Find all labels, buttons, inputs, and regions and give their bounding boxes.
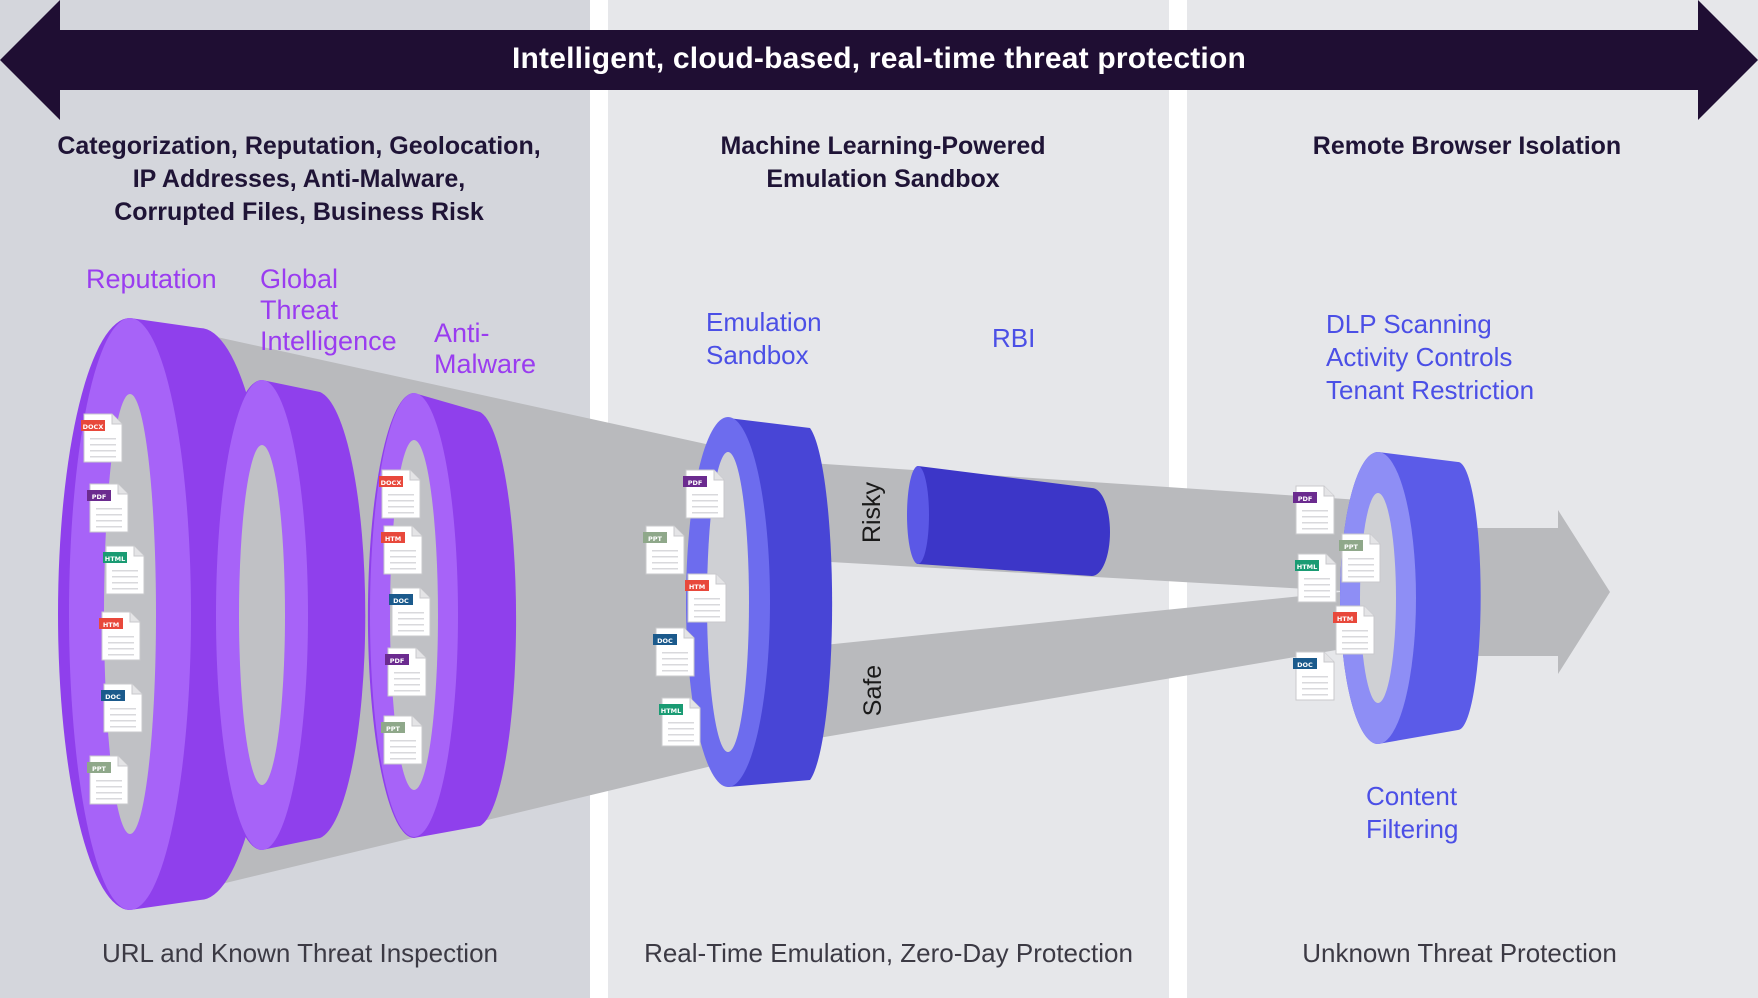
file-icon: HTM — [99, 611, 141, 661]
file-icon: DOCX — [379, 469, 421, 519]
section-3-header-line: Remote Browser Isolation — [1312, 132, 1622, 160]
file-type-label: DOCX — [83, 423, 104, 431]
file-type-label: HTML — [661, 707, 681, 715]
file-type-label: HTM — [1337, 615, 1353, 623]
section-2-header-line: Machine Learning-Powered — [720, 132, 1046, 160]
file-type-label: PPT — [386, 725, 401, 733]
file-icon: HTML — [659, 697, 701, 747]
global-threat-ring-hole — [239, 445, 285, 785]
file-type-label: HTM — [385, 535, 401, 543]
file-type-label: DOCX — [381, 479, 402, 487]
file-icon: DOC — [653, 627, 695, 677]
stage-label-reputation: Reputation — [86, 264, 217, 294]
file-icon: PDF — [683, 469, 725, 519]
file-icon: PPT — [1339, 533, 1381, 583]
file-type-label: PDF — [688, 479, 703, 487]
stage-label-global-threat-intelligence: Global Threat Intelligence — [260, 264, 397, 356]
section-3-header: Remote Browser Isolation — [1187, 130, 1747, 163]
file-icon: HTML — [103, 545, 145, 595]
rbi-cylinder — [908, 466, 1110, 576]
section-3-footer: Unknown Threat Protection — [1302, 938, 1617, 968]
file-type-label: DOC — [105, 693, 121, 701]
path-label-safe: Safe — [859, 664, 888, 717]
file-type-label: DOC — [393, 597, 409, 605]
path-label-risky: Risky — [858, 481, 887, 544]
file-type-label: PPT — [1344, 543, 1359, 551]
rings-section-2 — [686, 417, 1110, 787]
section-1-header-line: Categorization, Reputation, Geolocation, — [57, 132, 541, 160]
banner-title: Intelligent, cloud-based, real-time thre… — [511, 42, 1247, 75]
file-icon: HTM — [685, 573, 727, 623]
banner-arrow — [0, 0, 1758, 120]
rbi-output-ring-hole — [1360, 493, 1396, 703]
file-icon: PPT — [381, 715, 423, 765]
file-icon: PPT — [643, 525, 685, 575]
section-2-header-line: Emulation Sandbox — [766, 165, 1000, 193]
file-icon: PDF — [1293, 485, 1335, 535]
file-icon: PDF — [87, 483, 129, 533]
file-type-label: HTML — [105, 555, 125, 563]
section-1-footer: URL and Known Threat Inspection — [101, 938, 499, 968]
stage-label-rbi: RBI — [992, 323, 1036, 353]
rbi-cylinder-face — [907, 466, 929, 564]
file-type-label: DOC — [657, 637, 673, 645]
file-type-label: HTM — [103, 621, 119, 629]
emulation-sandbox-ring-hole — [707, 452, 749, 752]
stage-label-anti-malware: Anti- Malware — [434, 318, 537, 379]
file-type-label: DOC — [1297, 661, 1313, 669]
file-icon: DOC — [101, 683, 143, 733]
section-1-header: Categorization, Reputation, Geolocation,… — [0, 130, 598, 229]
file-type-label: PPT — [92, 765, 107, 773]
stage-label-content-filtering: Content Filtering — [1366, 781, 1459, 844]
file-type-label: HTM — [689, 583, 705, 591]
file-icon: DOCX — [81, 413, 123, 463]
stage-label-emulation-sandbox: Emulation Sandbox — [706, 307, 822, 370]
file-type-label: PDF — [390, 657, 405, 665]
file-icon: DOC — [389, 587, 431, 637]
file-icons: DOCX PDF HTML HTM DOC PPT DOCX HTM DOC PDF PPT PDF P… — [81, 413, 1381, 805]
file-icon: HTML — [1295, 553, 1337, 603]
banner-arrow-shape — [0, 0, 1758, 120]
file-type-label: PDF — [92, 493, 107, 501]
section-2-footer: Real-Time Emulation, Zero-Day Protection — [644, 938, 1133, 968]
file-icon: HTM — [381, 525, 423, 575]
section-2-header: Machine Learning-Powered Emulation Sandb… — [608, 130, 1158, 196]
rings-section-3 — [1340, 452, 1481, 744]
file-icon: PDF — [385, 647, 427, 697]
file-type-label: HTML — [1297, 563, 1317, 571]
file-type-label: PPT — [648, 535, 663, 543]
file-icon: DOC — [1293, 651, 1335, 701]
file-icon: PPT — [87, 755, 129, 805]
stage-label-dlp-activity-tenant: DLP Scanning Activity Controls Tenant Re… — [1326, 309, 1535, 405]
section-1-header-line: Corrupted Files, Business Risk — [114, 198, 484, 226]
file-type-label: PDF — [1298, 495, 1313, 503]
file-icon: HTM — [1333, 605, 1375, 655]
beam-safe — [795, 590, 1360, 742]
section-1-header-line: IP Addresses, Anti-Malware, — [132, 165, 466, 193]
